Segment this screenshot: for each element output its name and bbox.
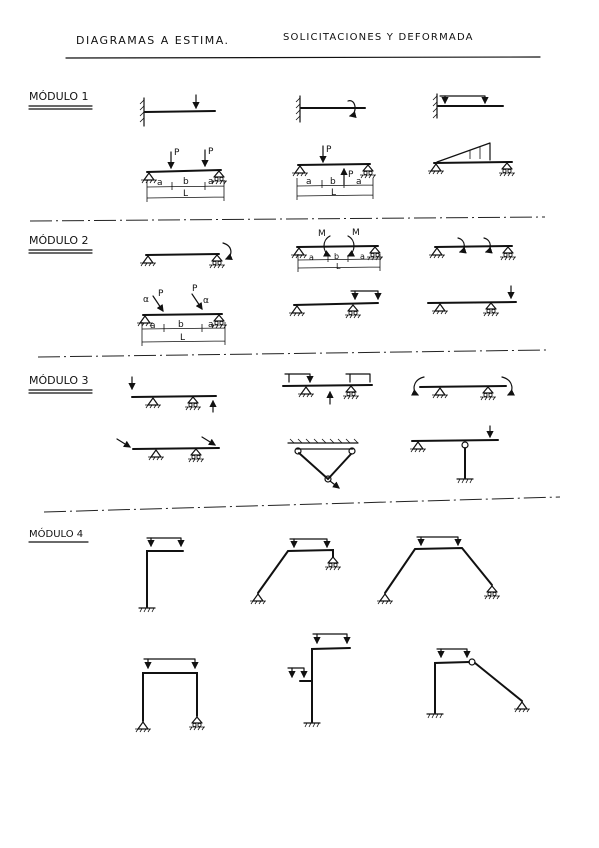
m4-frame-trapezoid [376, 536, 501, 605]
module-3-label: MÓDULO 3 [28, 374, 93, 394]
m4-frame-inclined-leg [249, 538, 342, 605]
svg-text:a: a [157, 178, 163, 188]
module-4-label: MÓDULO 4 [28, 527, 89, 543]
svg-text:P: P [158, 289, 164, 299]
title-right: SOLICITACIONES Y DEFORMADA [283, 32, 474, 43]
module-separator [37, 349, 549, 358]
svg-text:L: L [180, 333, 185, 343]
title-left: DIAGRAMAS A ESTIMA. [76, 34, 230, 47]
svg-text:L: L [183, 189, 188, 199]
module-label: MÓDULO 2 [29, 234, 89, 247]
svg-text:b: b [330, 177, 336, 187]
m4-frame-T-bracket [287, 633, 351, 728]
m3-suspended-triangle [287, 438, 359, 489]
svg-text:P: P [192, 284, 198, 294]
svg-text:α: α [143, 295, 149, 305]
svg-text:b: b [334, 252, 339, 261]
module-separator [29, 216, 546, 222]
m2-beam-two-moments: M M a b a L [290, 228, 384, 272]
svg-text:P: P [348, 170, 354, 180]
svg-text:a: a [360, 252, 365, 261]
m1-beam-opposite-loads: P P a b a L [291, 145, 377, 200]
m1-cantilever-point-load [139, 94, 216, 127]
m4-frame-hinged-strut [426, 648, 531, 719]
header-underline [65, 56, 541, 59]
module-label: MÓDULO 1 [29, 90, 89, 103]
module-1-label: MÓDULO 1 [28, 90, 93, 110]
m2-beam-three-moments [428, 237, 517, 261]
svg-text:b: b [178, 320, 184, 330]
m1-cantilever-moment [295, 95, 366, 123]
svg-text:a: a [150, 321, 156, 331]
svg-text:L: L [336, 262, 341, 271]
svg-text:M: M [318, 229, 326, 239]
m3-beam-distributed-both [282, 373, 373, 405]
svg-text:a: a [208, 177, 214, 187]
svg-text:b: b [183, 177, 189, 187]
m4-portal-frame [134, 658, 206, 733]
module-2-label: MÓDULO 2 [28, 234, 93, 254]
m3-beam-inclined-end-loads [116, 436, 220, 463]
svg-text:M: M [352, 228, 360, 238]
module-label: MÓDULO 3 [29, 374, 89, 387]
svg-text:a: a [356, 177, 362, 187]
m3-beam-end-moments [411, 376, 515, 401]
module-label: MÓDULO 4 [29, 527, 83, 540]
m3-beam-end-loads [128, 376, 217, 413]
svg-text:α: α [203, 296, 209, 306]
m1-beam-triangular-load [427, 142, 516, 177]
svg-text:a: a [208, 320, 214, 330]
m2-beam-end-moment [139, 242, 233, 269]
m1-beam-two-loads: P P a b a L [140, 147, 228, 202]
m4-frame-L-cantilever [138, 537, 185, 613]
m2-beam-inclined-loads: α P P α a b a L [136, 284, 228, 346]
svg-text:L: L [331, 188, 336, 198]
m1-cantilever-distributed [432, 93, 504, 119]
m2-beam-overhang-point [427, 285, 517, 317]
svg-text:a: a [306, 177, 312, 187]
svg-text:P: P [326, 145, 332, 155]
svg-text:a: a [309, 253, 314, 262]
m2-beam-overhang-distributed [288, 290, 382, 319]
svg-text:P: P [174, 148, 180, 158]
m3-frame-column-beam [409, 425, 499, 484]
svg-text:P: P [208, 147, 214, 157]
module-separator [43, 496, 561, 513]
